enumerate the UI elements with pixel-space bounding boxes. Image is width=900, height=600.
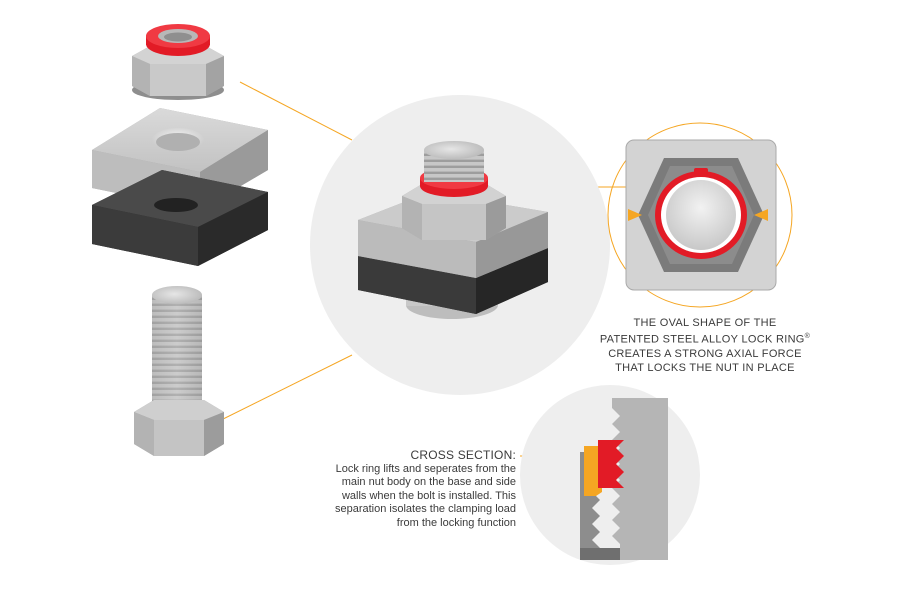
leader-line-nut bbox=[239, 81, 353, 141]
rubber-pad-icon bbox=[92, 170, 268, 266]
cross-section-caption: CROSS SECTION: Lock ring lifts and seper… bbox=[300, 448, 516, 530]
cross-section-line: from the locking function bbox=[396, 516, 516, 529]
registered-mark: ® bbox=[804, 333, 811, 340]
cross-section-line: main nut body on the base and side bbox=[341, 476, 516, 488]
cross-section-line: separation isolates the clamping load bbox=[334, 503, 516, 515]
assembled-fastener-icon bbox=[358, 141, 548, 319]
cross-section-line: walls when the bolt is installed. This bbox=[341, 489, 516, 502]
oval-caption-line-1: THE OVAL SHAPE OF THE bbox=[633, 317, 777, 329]
oval-caption-line-3: CREATES A STRONG AXIAL FORCE bbox=[608, 347, 802, 360]
oval-shape-caption: THE OVAL SHAPE OF THE PATENTED STEEL ALL… bbox=[560, 316, 850, 375]
hex-bolt-icon bbox=[134, 286, 224, 456]
lock-nut-icon bbox=[132, 24, 224, 100]
cross-section-line: Lock ring lifts and seperates from the bbox=[335, 462, 516, 475]
leader-line-bolt bbox=[204, 354, 353, 429]
oval-lock-ring-icon bbox=[625, 139, 777, 291]
oval-caption-line-4: THAT LOCKS THE NUT IN PLACE bbox=[615, 361, 795, 374]
oval-caption-line-2: PATENTED STEEL ALLOY LOCK RING® bbox=[599, 333, 811, 346]
cross-section-icon bbox=[520, 385, 700, 565]
oval-detail-halo bbox=[607, 122, 793, 308]
cross-section-heading: CROSS SECTION: bbox=[410, 448, 516, 462]
